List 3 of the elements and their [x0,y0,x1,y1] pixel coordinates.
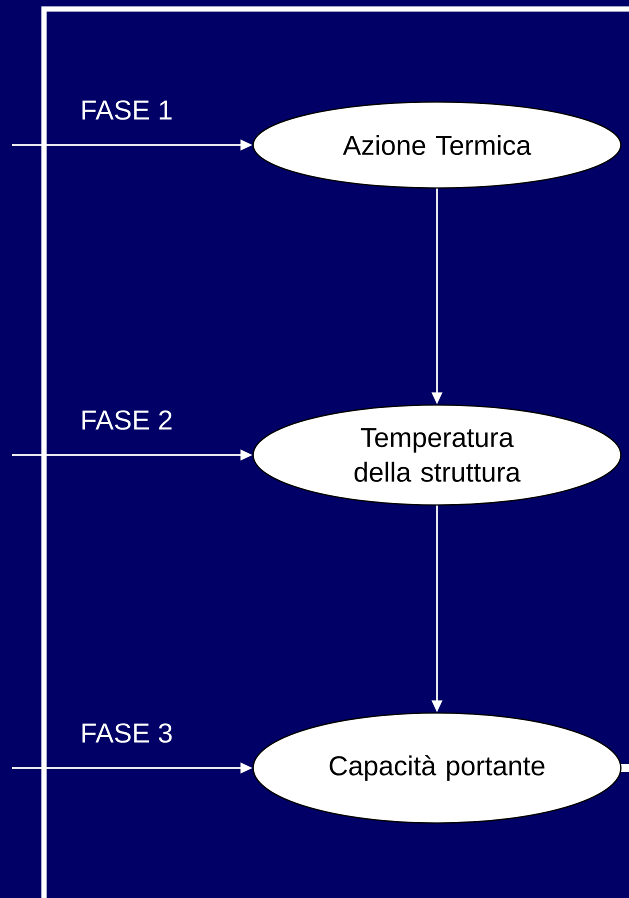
edge-label: FASE 1 [82,100,172,120]
edge-label: FASE 2 [82,410,172,430]
edge-label: FASE 3 [82,723,172,743]
